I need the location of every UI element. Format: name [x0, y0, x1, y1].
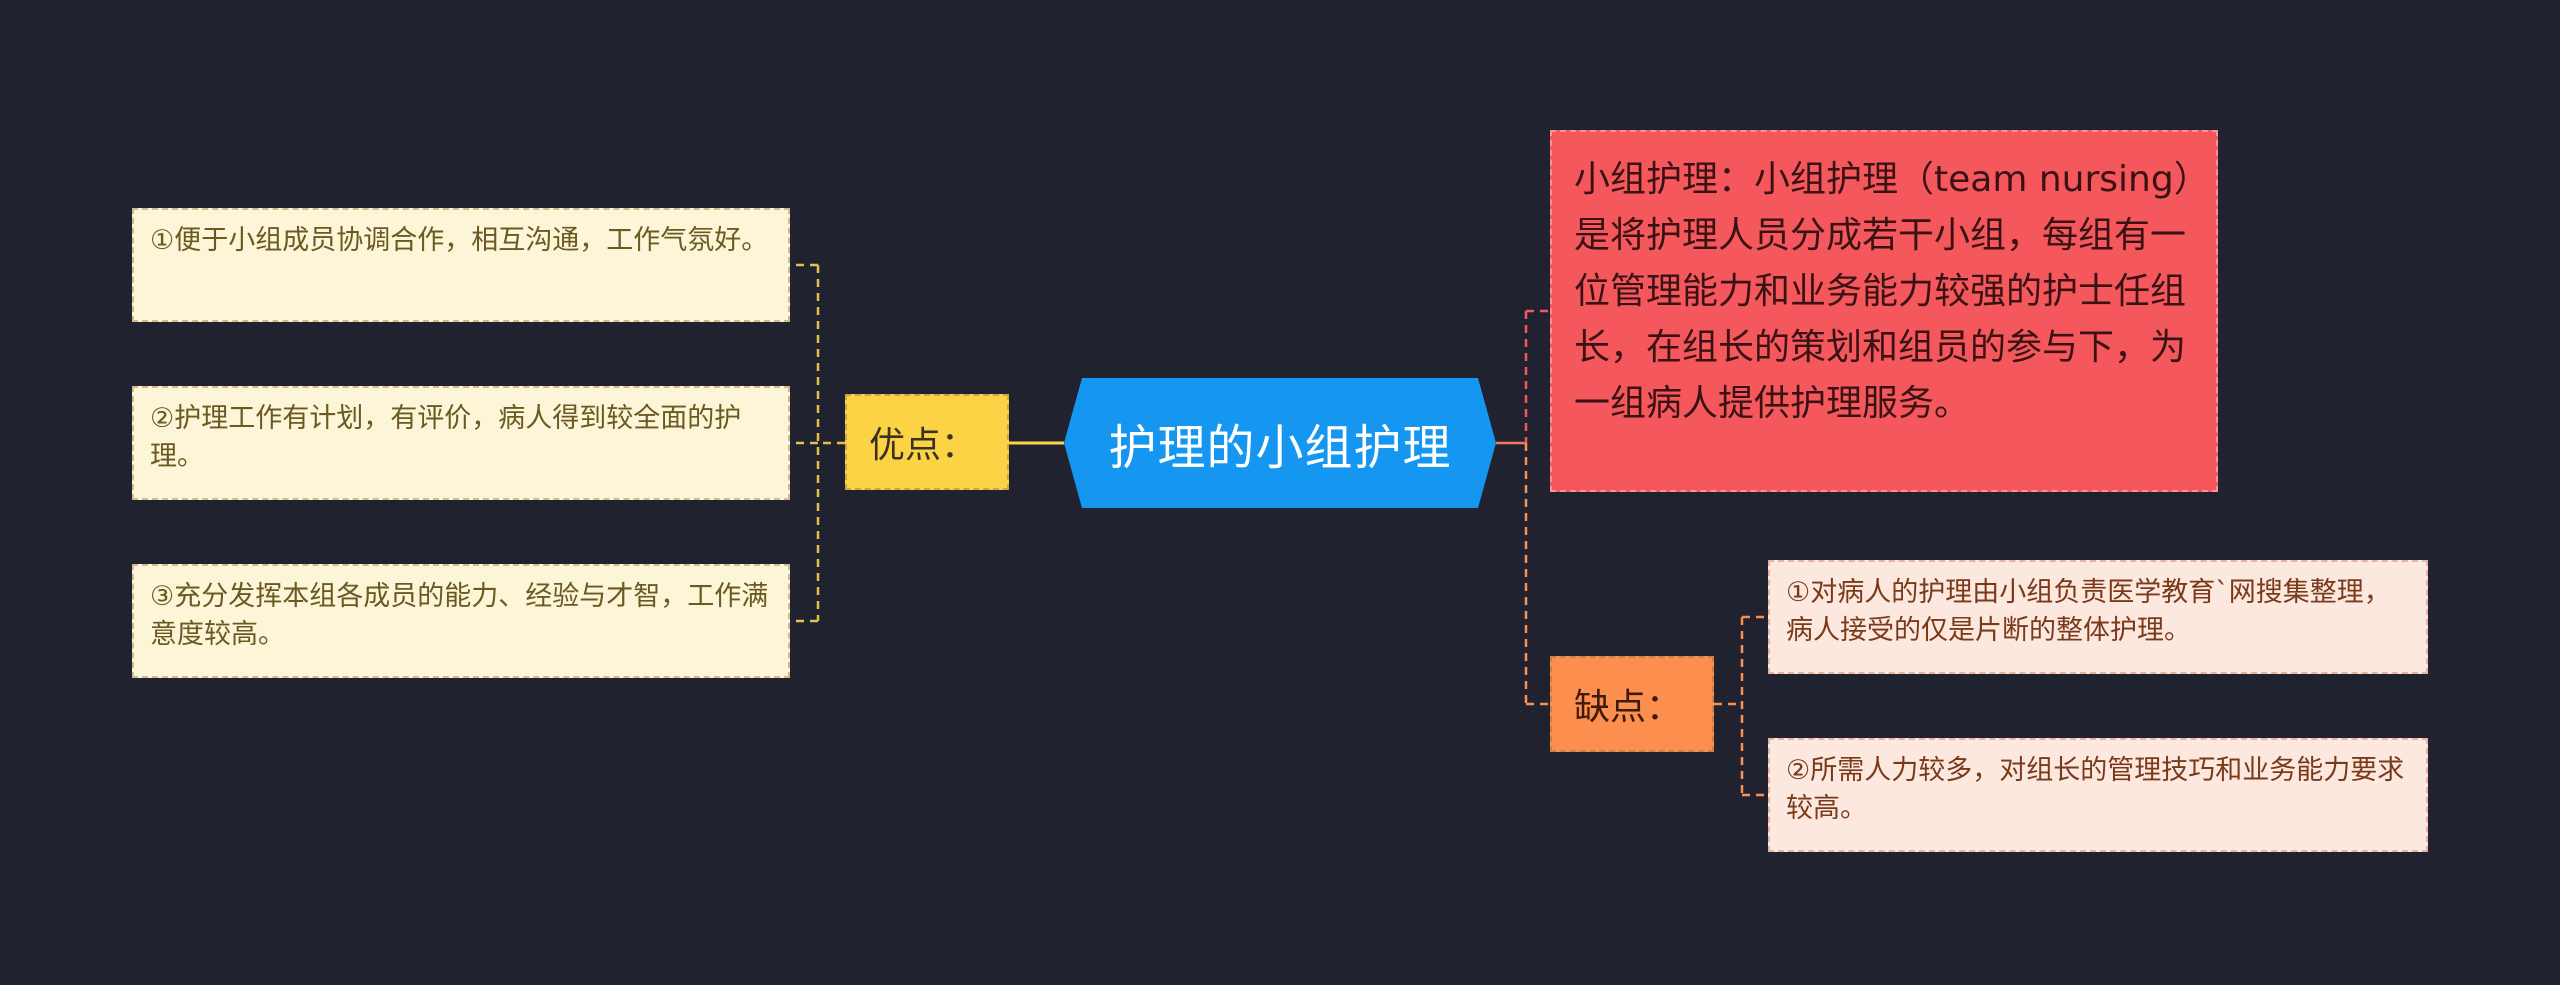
pros-item-text: ③充分发挥本组各成员的能力、经验与才智，工作满意度较高。: [150, 581, 769, 650]
pros-topic[interactable]: 优点：: [845, 394, 1009, 490]
pros-item-text: ②护理工作有计划，有评价，病人得到较全面的护理。: [150, 403, 742, 472]
cons-topic-label: 缺点：: [1574, 687, 1683, 728]
pros-item[interactable]: ③充分发挥本组各成员的能力、经验与才智，工作满意度较高。: [132, 564, 790, 678]
cons-topic[interactable]: 缺点：: [1550, 656, 1714, 752]
central-topic[interactable]: 护理的小组护理: [1064, 378, 1496, 508]
pros-topic-label: 优点：: [869, 425, 978, 466]
pros-item-text: ①便于小组成员协调合作，相互沟通，工作气氛好。: [150, 225, 769, 256]
definition-topic[interactable]: 小组护理：小组护理（team nursing）是将护理人员分成若干小组，每组有一…: [1550, 130, 2218, 492]
definition-text: 小组护理：小组护理（team nursing）是将护理人员分成若干小组，每组有一…: [1574, 159, 2192, 424]
cons-item-text: ①对病人的护理由小组负责医学教育`网搜集整理，病人接受的仅是片断的整体护理。: [1786, 577, 2391, 646]
pros-item[interactable]: ①便于小组成员协调合作，相互沟通，工作气氛好。: [132, 208, 790, 322]
cons-item[interactable]: ②所需人力较多，对组长的管理技巧和业务能力要求较高。: [1768, 738, 2428, 852]
pros-item[interactable]: ②护理工作有计划，有评价，病人得到较全面的护理。: [132, 386, 790, 500]
central-topic-title: 护理的小组护理: [1108, 420, 1452, 476]
cons-item-text: ②所需人力较多，对组长的管理技巧和业务能力要求较高。: [1786, 755, 2405, 824]
cons-item[interactable]: ①对病人的护理由小组负责医学教育`网搜集整理，病人接受的仅是片断的整体护理。: [1768, 560, 2428, 674]
